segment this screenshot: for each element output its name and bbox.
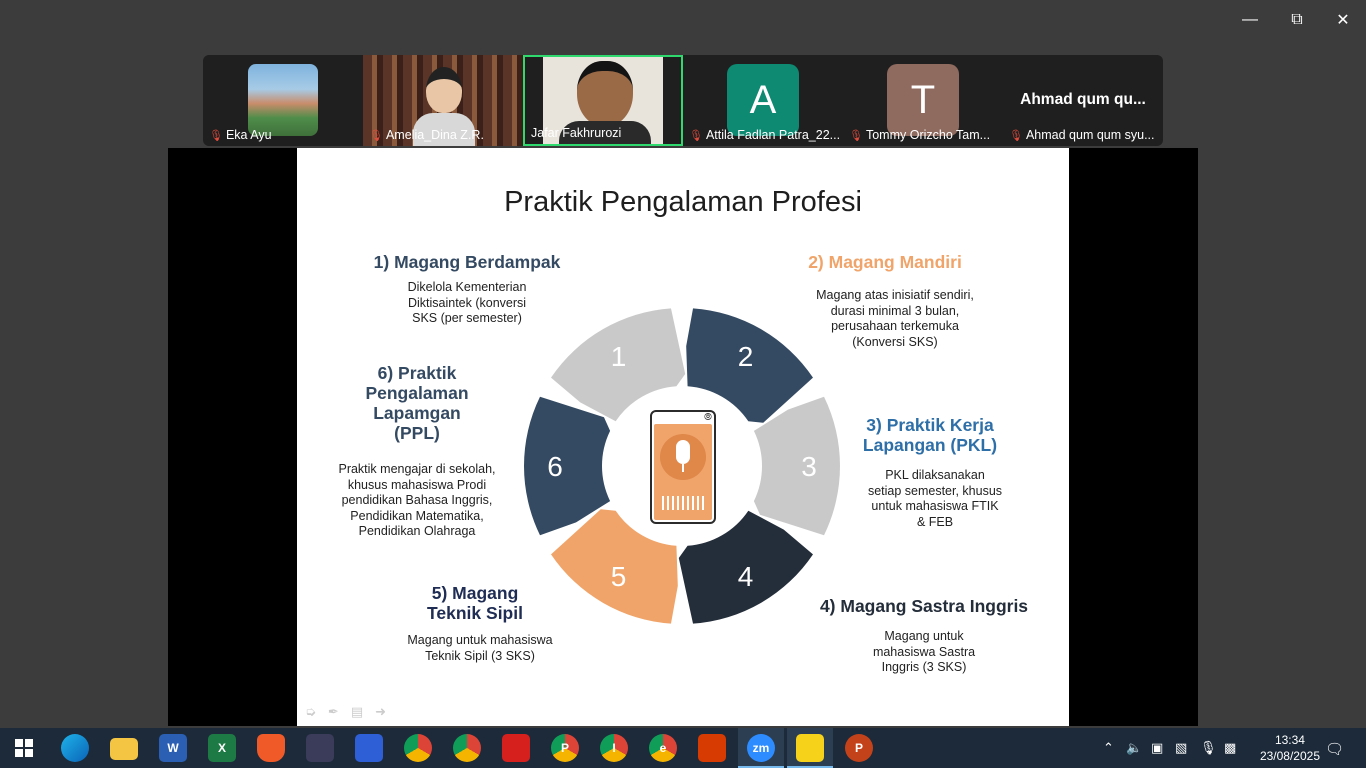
phone-microphone-icon: ⦾ [650, 410, 716, 524]
zoom-icon[interactable]: zm [747, 734, 775, 762]
participant-big-name: Ahmad qum qu... [1020, 91, 1146, 108]
network-icon[interactable]: ▧ [1175, 740, 1188, 755]
section-6-title: 6) Praktik Pengalaman Lapamgan (PPL) [365, 363, 469, 443]
wheel-segment-1 [551, 308, 686, 422]
section-5-title: 5) Magang Teknik Sipil [427, 583, 523, 623]
slide-title: Praktik Pengalaman Profesi [504, 186, 862, 218]
participant-tile-active-speaker[interactable]: Jafar Fakhrurozi [523, 55, 683, 146]
cycle-diagram: 1 2 3 4 5 6 [524, 308, 840, 624]
wifi-icon[interactable]: ▩ [1224, 740, 1237, 755]
camera-icon[interactable]: ▣ [1151, 740, 1164, 755]
volume-icon[interactable]: 🔈 [1126, 740, 1143, 755]
wheel-segment-4 [678, 510, 813, 624]
microphone-icon[interactable]: 🎙 [1200, 740, 1217, 755]
section-2-body: Magang atas inisiatif sendiri, durasi mi… [816, 288, 974, 349]
clock-date: 23/08/2025 [1259, 749, 1320, 763]
chevron-up-icon[interactable]: ⌃ [1103, 740, 1114, 755]
wheel-number-1: 1 [611, 341, 627, 372]
app-icon[interactable] [355, 734, 383, 762]
clock[interactable]: 13:34 23/08/2025 [1260, 732, 1320, 764]
pen-icon[interactable]: ✒ [327, 704, 339, 719]
participant-tile[interactable]: A 🎙Attila Fadlan Patra_22... [683, 55, 843, 146]
participant-face [577, 61, 633, 127]
minimize-icon[interactable]: — [1242, 11, 1258, 28]
mic-muted-icon: 🎙 [689, 129, 703, 142]
section-5-body: Magang untuk mahasiswa Teknik Sipil (3 S… [407, 633, 553, 663]
acrobat-icon[interactable] [502, 734, 530, 762]
chrome-profile-icon-2[interactable]: P [551, 734, 579, 762]
shared-screen: Praktik Pengalaman Profesi 1 2 3 4 5 6 ⦾ 1) M… [168, 148, 1198, 726]
chrome-icon[interactable] [453, 734, 481, 762]
sticky-notes-icon[interactable] [796, 734, 824, 762]
section-3-body: PKL dilaksanakan setiap semester, khusus… [867, 468, 1003, 529]
participant-tile[interactable]: T 🎙Tommy Orizcho Tam... [843, 55, 1003, 146]
wheel-segment-6 [524, 396, 611, 536]
mic-muted-icon: 🎙 [209, 129, 223, 142]
wheel-number-6: 6 [547, 451, 563, 482]
section-2-title: 2) Magang Mandiri [808, 252, 962, 272]
mic-muted-icon: 🎙 [849, 129, 863, 142]
windows-start-icon[interactable] [10, 734, 38, 762]
wheel-segment-3 [753, 396, 840, 536]
section-6-body: Praktik mengajar di sekolah, khusus maha… [338, 462, 496, 538]
mic-muted-icon: 🎙 [1009, 129, 1023, 142]
close-icon[interactable]: ✕ [1336, 12, 1350, 29]
participant-avatar: A [727, 64, 799, 136]
participant-tile[interactable]: 🎙Amelia_Dina Z.R. [363, 55, 523, 146]
chrome-profile-icon-3[interactable]: I [600, 734, 628, 762]
restore-icon[interactable]: ⧉ [1291, 11, 1303, 28]
section-4-title: 4) Magang Sastra Inggris [819, 596, 1029, 616]
section-1-title: 1) Magang Berdampak [373, 252, 561, 272]
participant-tile[interactable]: 🎙Eka Ayu [203, 55, 363, 146]
participant-tile[interactable]: Ahmad qum qu... 🎙Ahmad qum qum syu... [1003, 55, 1163, 146]
participant-body [559, 121, 651, 144]
wheel-number-2: 2 [738, 341, 754, 372]
wheel-number-3: 3 [801, 451, 817, 482]
taskbar: W X P I e zm P ⌃ 🔈 ▣ ▧ 🎙 ▩ 13:34 23/08/2… [0, 728, 1366, 768]
wheel-number-5: 5 [611, 561, 627, 592]
wheel-segment-2 [686, 308, 813, 423]
participant-video [248, 64, 318, 136]
edge-icon[interactable] [61, 734, 89, 762]
participant-name: Amelia_Dina Z.R. [385, 128, 484, 142]
section-4-body: Magang untuk mahasiswa Sastra Inggris (3… [872, 629, 976, 674]
next-arrow-icon[interactable]: ➜ [375, 704, 387, 719]
chrome-profile-icon-4[interactable]: e [649, 734, 677, 762]
participant-name: Jafar Fakhrurozi [531, 126, 622, 140]
wheel-segment-5 [551, 509, 678, 624]
clock-time: 13:34 [1274, 733, 1305, 747]
office-icon[interactable] [698, 734, 726, 762]
participant-name: Tommy Orizcho Tam... [865, 128, 991, 142]
participant-face [426, 67, 462, 113]
slide-tools: ➭ ✒ ▤ ➜ [305, 704, 386, 720]
participant-name: Attila Fadlan Patra_22... [705, 128, 841, 142]
notification-icon[interactable]: 🗨 [1325, 741, 1345, 758]
presentation-slide: Praktik Pengalaman Profesi 1 2 3 4 5 6 ⦾ 1) M… [297, 148, 1069, 726]
participant-avatar: T [887, 64, 959, 136]
excel-icon[interactable]: X [208, 734, 236, 762]
wheel-number-4: 4 [738, 561, 754, 592]
participant-body [413, 113, 475, 146]
participant-strip: 🎙Eka Ayu 🎙Amelia_Dina Z.R. Jafar Fakhrur… [203, 55, 1163, 146]
slides-grid-icon[interactable]: ▤ [350, 704, 364, 719]
prev-arrow-icon[interactable]: ➭ [305, 704, 316, 719]
chrome-profile-icon-1[interactable] [404, 734, 432, 762]
snipping-tool-icon[interactable] [306, 734, 334, 762]
file-explorer-icon[interactable] [110, 738, 138, 760]
participant-name: Eka Ayu [225, 128, 272, 142]
brave-icon[interactable] [257, 734, 285, 762]
section-1-body: Dikelola Kementerian Diktisaintek (konve… [407, 280, 527, 325]
word-icon[interactable]: W [159, 734, 187, 762]
participant-name: Ahmad qum qum syu... [1025, 128, 1155, 142]
section-3-title: 3) Praktik Kerja Lapangan (PKL) [862, 415, 998, 455]
powerpoint-icon[interactable]: P [845, 734, 873, 762]
mic-muted-icon: 🎙 [369, 129, 383, 142]
